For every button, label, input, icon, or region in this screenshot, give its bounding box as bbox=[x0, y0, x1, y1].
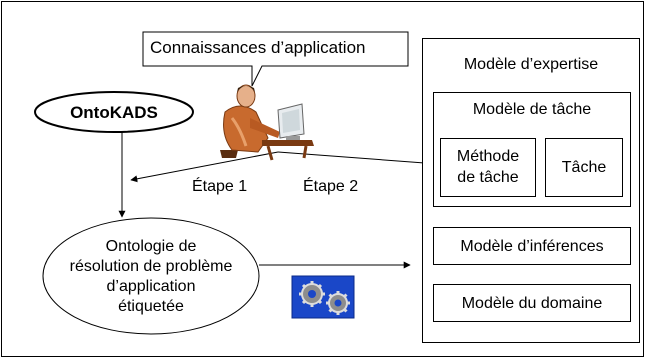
ontology-label: Ontologie de résolution de problème d’ap… bbox=[44, 237, 258, 317]
ontology-line-2: résolution de problème bbox=[69, 258, 233, 275]
domain-model-box: Modèle du domaine bbox=[433, 284, 631, 322]
ontokads-label: OntoKADS bbox=[70, 103, 158, 122]
inference-model-label: Modèle d’inférences bbox=[460, 238, 604, 255]
step2-label: Étape 2 bbox=[303, 178, 359, 195]
inference-model-box: Modèle d’inférences bbox=[433, 227, 631, 265]
ontokads-oval bbox=[34, 91, 194, 133]
task-model-title: Modèle de tâche bbox=[472, 101, 592, 118]
step-arrow-right bbox=[277, 151, 439, 168]
step1-label: Étape 1 bbox=[192, 178, 248, 195]
task-method-label: Méthode de tâche bbox=[441, 146, 535, 188]
ontology-line-4: étiquetée bbox=[118, 298, 184, 315]
person-at-computer-icon bbox=[220, 84, 314, 161]
ontology-ellipse bbox=[42, 217, 260, 335]
gears-icon bbox=[291, 275, 355, 319]
task-method-line-1: Méthode bbox=[456, 148, 520, 165]
ontology-line-1: Ontologie de bbox=[105, 238, 197, 255]
expertise-model-title: Modèle d’expertise bbox=[463, 56, 599, 73]
task-method-box: Méthode de tâche bbox=[440, 138, 536, 197]
task-box: Tâche bbox=[545, 138, 623, 197]
task-method-line-2: de tâche bbox=[457, 169, 519, 186]
knowledge-label: Connaissances d’application bbox=[150, 38, 366, 57]
domain-model-label: Modèle du domaine bbox=[461, 295, 603, 312]
step-arrow-left bbox=[130, 151, 279, 183]
ontology-line-3: d’application bbox=[106, 278, 196, 295]
task-label: Tâche bbox=[561, 159, 607, 176]
knowledge-callout-shape bbox=[142, 31, 409, 87]
